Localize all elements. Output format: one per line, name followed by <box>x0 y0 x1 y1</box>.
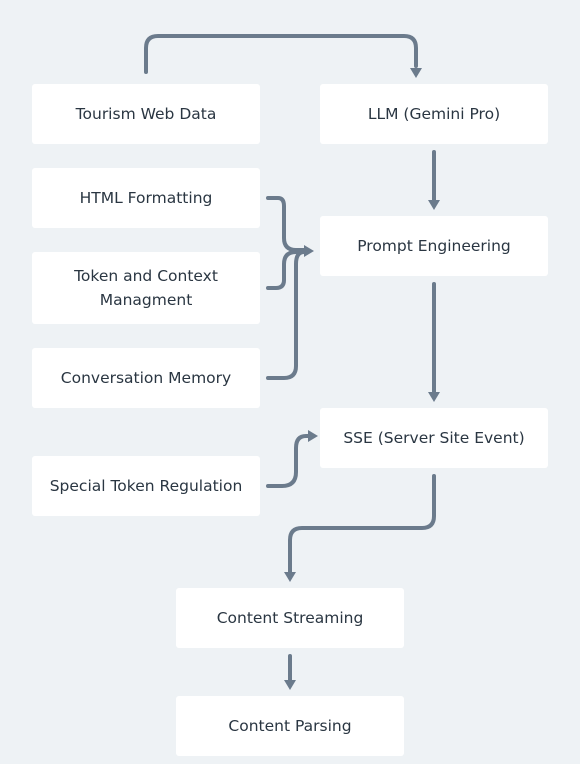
arrowhead-sse-from-left <box>308 430 318 442</box>
node-label: HTML Formatting <box>79 189 213 207</box>
node-label: Special Token Regulation <box>49 477 243 495</box>
connector-special-to-sse <box>266 434 312 488</box>
node-label: Conversation Memory <box>60 369 232 387</box>
connector-sse-to-streaming <box>288 474 436 574</box>
arrowhead-llm <box>410 68 422 78</box>
node-html-formatting: HTML Formatting <box>32 168 260 228</box>
node-token-context-management: Token and Context Managment <box>32 252 260 324</box>
node-label: LLM (Gemini Pro) <box>367 105 501 123</box>
node-llm: LLM (Gemini Pro) <box>320 84 548 144</box>
node-tourism-web-data: Tourism Web Data <box>32 84 260 144</box>
connector-html-to-prompt <box>266 196 308 252</box>
node-sse: SSE (Server Site Event) <box>320 408 548 468</box>
arrowhead-parsing <box>284 680 296 690</box>
node-content-streaming: Content Streaming <box>176 588 404 648</box>
arrowhead-prompt-from-llm <box>428 200 440 210</box>
node-content-parsing: Content Parsing <box>176 696 404 756</box>
connector-tourism-to-llm <box>144 34 418 74</box>
node-conversation-memory: Conversation Memory <box>32 348 260 408</box>
node-label: Tourism Web Data <box>75 105 217 123</box>
node-label: Content Streaming <box>216 609 364 627</box>
arrowhead-streaming <box>284 572 296 582</box>
arrowhead-prompt-from-left <box>304 245 314 257</box>
connector-memory-to-prompt <box>266 250 308 380</box>
node-label: SSE (Server Site Event) <box>343 429 525 447</box>
arrowhead-sse-from-prompt <box>428 392 440 402</box>
node-prompt-engineering: Prompt Engineering <box>320 216 548 276</box>
connector-token-to-prompt <box>266 250 308 290</box>
node-label-line-1: Token and Context <box>74 267 218 285</box>
node-label: Content Parsing <box>228 717 352 735</box>
node-label-line-2: Managment <box>99 291 193 309</box>
node-special-token-regulation: Special Token Regulation <box>32 456 260 516</box>
node-label: Prompt Engineering <box>357 237 511 255</box>
